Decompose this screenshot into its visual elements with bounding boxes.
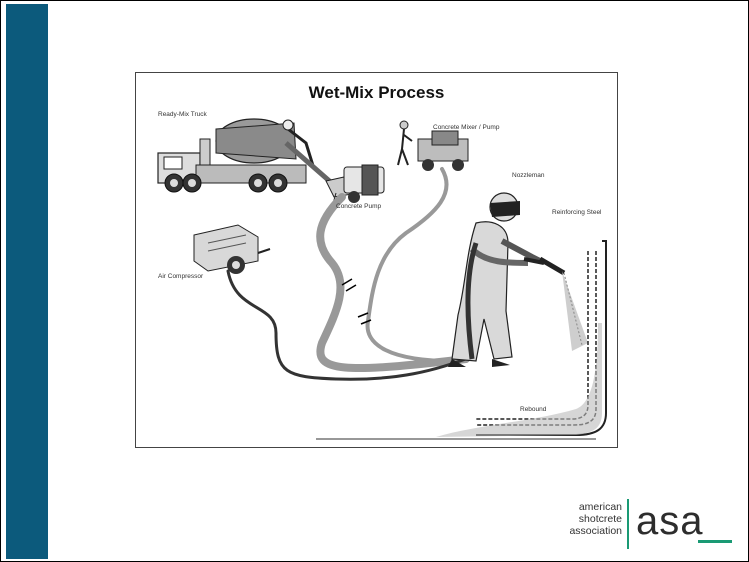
label-ready-mix-truck: Ready-Mix Truck: [158, 111, 207, 118]
wet-mix-process-diagram: Wet-Mix Process Ready-Mix Truck Concrete…: [135, 72, 618, 448]
label-concrete-pump: Concrete Pump: [336, 203, 381, 210]
label-air-compressor: Air Compressor: [158, 273, 203, 280]
logo-wordmark: american shotcrete association: [538, 501, 622, 537]
logo-line-american: american: [538, 501, 622, 513]
air-compressor-illustration: [194, 225, 270, 274]
label-rebound: Rebound: [520, 406, 546, 413]
label-nozzleman: Nozzleman: [512, 172, 545, 179]
logo-accent-underline: [698, 540, 732, 543]
nozzleman-illustration: [448, 193, 544, 367]
ready-mix-truck-illustration: [158, 119, 334, 192]
diagram-title: Wet-Mix Process: [136, 83, 617, 103]
side-accent-bar: [6, 4, 48, 559]
logo-line-shotcrete: shotcrete: [538, 513, 622, 525]
diagram-artwork: [136, 73, 617, 447]
asa-logo: american shotcrete association asa: [538, 497, 738, 553]
logo-line-association: association: [538, 525, 622, 537]
label-concrete-mixer-pump: Concrete Mixer / Pump: [433, 124, 499, 131]
logo-divider: [627, 499, 629, 549]
logo-mark-asa: asa: [636, 499, 704, 543]
label-reinforcing-steel: Reinforcing Steel: [552, 209, 602, 216]
